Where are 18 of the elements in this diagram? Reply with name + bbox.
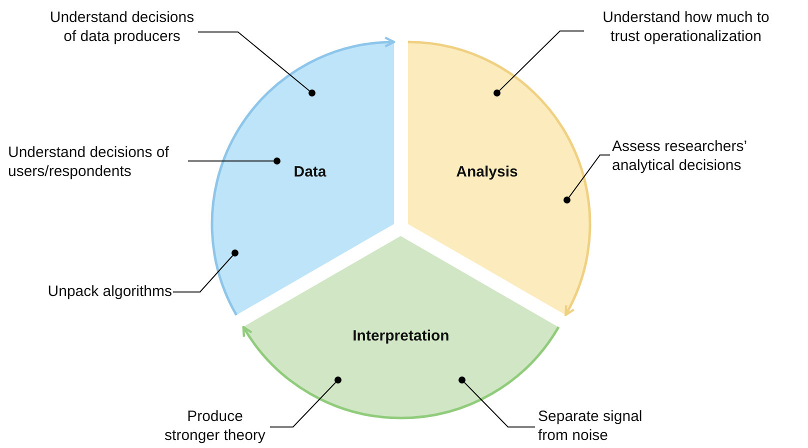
leader-line [270, 382, 336, 428]
sector-label: Data [294, 164, 326, 180]
leader-line [499, 30, 584, 92]
annotation-text: Assess researchers’ analytical decisions [612, 137, 802, 175]
annotation-text: Separate signal from noise [538, 407, 664, 445]
annotation-text: Unpack algorithms [18, 282, 172, 301]
sector-label: Interpretation [352, 328, 450, 344]
cycle-arrow [242, 326, 560, 419]
annotation-text: Understand decisions of data producers [46, 8, 198, 46]
annotation-text: Understand how much to trust operationalization [586, 8, 786, 46]
leader-line [172, 255, 234, 292]
sector-label: Analysis [456, 164, 518, 180]
leader-line [464, 382, 536, 428]
leader-line [188, 160, 274, 162]
leader-line [568, 154, 610, 198]
leader-line [198, 32, 310, 92]
annotation-text: Understand decisions of users/respondents [8, 143, 173, 181]
annotation-text: Produce stronger theory [160, 407, 270, 445]
